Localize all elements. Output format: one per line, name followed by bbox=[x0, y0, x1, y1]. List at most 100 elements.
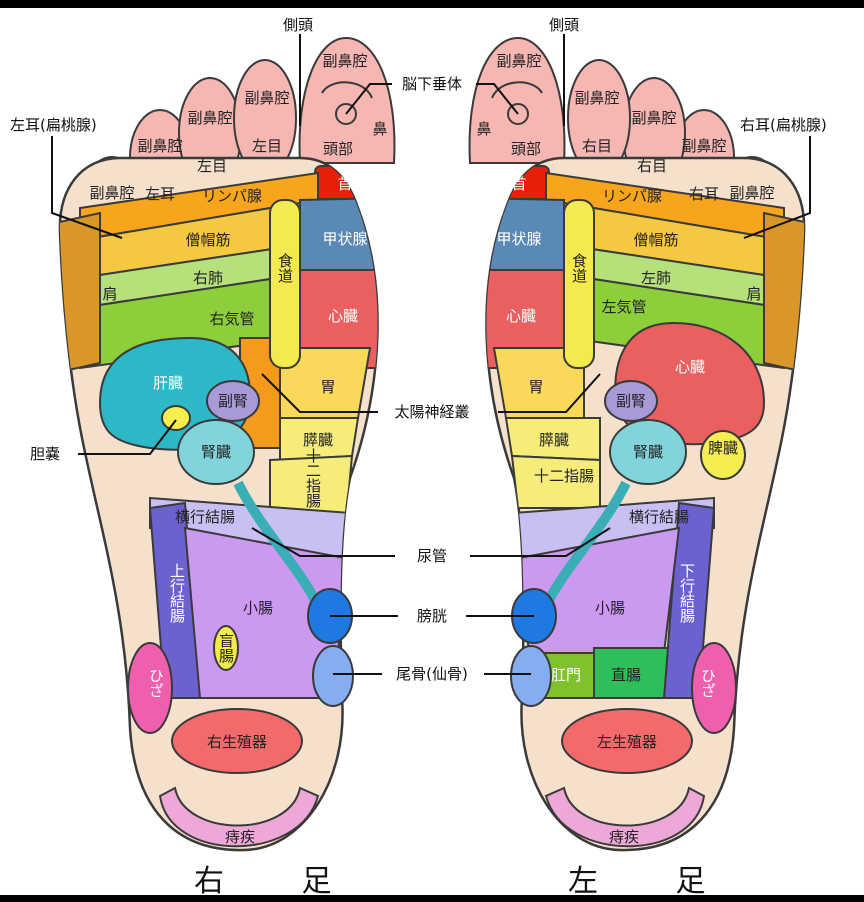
lf-thyroid: 甲状腺 bbox=[496, 230, 541, 248]
callout-side-head-right: 側頭 bbox=[283, 16, 313, 34]
rf-heart: 心臓 bbox=[328, 307, 358, 325]
rf-left-eye-2: 左目 bbox=[252, 137, 282, 155]
rf-lymph: リンパ腺 bbox=[202, 187, 262, 205]
lf-transverse-colon: 横行結腸 bbox=[629, 508, 689, 526]
lf-nose: 鼻 bbox=[476, 120, 491, 138]
zone-genital bbox=[561, 708, 693, 774]
lf-small-intestine: 小腸 bbox=[595, 599, 625, 617]
callout-bladder: 膀胱 bbox=[417, 607, 447, 625]
lf-neck: 首 bbox=[511, 175, 526, 193]
left-foot: 副鼻腔 副鼻腔 副鼻腔 副鼻腔 副鼻腔 右耳 右目 右目 頭部 鼻 首 リンパ腺… bbox=[468, 36, 806, 899]
foot-diagram: 副鼻腔 副鼻腔 副鼻腔 副鼻腔 副鼻腔 左耳 左目 左目 頭部 鼻 首 リンパ腺… bbox=[10, 16, 827, 899]
rf-trapezius: 僧帽筋 bbox=[185, 231, 230, 249]
zone-kidney bbox=[177, 419, 255, 485]
lf-shoulder: 肩 bbox=[746, 285, 761, 303]
lf-heart-small: 心臓 bbox=[506, 307, 536, 325]
lf-right-eye-2: 右目 bbox=[582, 137, 612, 155]
lf-pancreas: 膵臓 bbox=[539, 431, 569, 449]
zone-appendix bbox=[213, 625, 239, 671]
rf-transverse-colon: 横行結腸 bbox=[175, 508, 235, 526]
lf-anus: 肛門 bbox=[551, 666, 581, 684]
callout-coccyx: 尾骨(仙骨) bbox=[396, 665, 468, 683]
left-ureter bbox=[541, 480, 631, 609]
lf-kidney: 腎臓 bbox=[633, 443, 663, 461]
callout-side-head-left: 側頭 bbox=[549, 16, 579, 34]
rf-shoulder: 肩 bbox=[102, 285, 117, 303]
rf-pancreas: 膵臓 bbox=[303, 431, 333, 449]
lf-sinus-4: 副鼻腔 bbox=[681, 137, 726, 155]
rf-duodenum: 十二指腸 bbox=[304, 448, 322, 509]
callout-pituitary: 脳下垂体 bbox=[402, 75, 462, 93]
lf-adrenal: 副腎 bbox=[616, 392, 646, 410]
lf-genital: 左生殖器 bbox=[597, 733, 657, 751]
zone-gallbladder bbox=[161, 405, 191, 431]
callout-left-ear: 左耳(扁桃腺) bbox=[10, 116, 97, 134]
lf-right-ear: 右耳 bbox=[689, 185, 719, 203]
rf-liver: 肝臓 bbox=[153, 374, 183, 392]
lf-rectum: 直腸 bbox=[611, 666, 641, 684]
zone-adrenal bbox=[604, 380, 658, 422]
lf-trapezius: 僧帽筋 bbox=[633, 231, 678, 249]
rf-left-eye-3: 左目 bbox=[197, 157, 227, 175]
rf-lung: 右肺 bbox=[193, 269, 223, 287]
reflexology-chart: 副鼻腔 副鼻腔 副鼻腔 副鼻腔 副鼻腔 左耳 左目 左目 頭部 鼻 首 リンパ腺… bbox=[0, 8, 864, 899]
lf-caption: 左 足 bbox=[568, 864, 740, 895]
zone-knee bbox=[691, 642, 737, 734]
big-toe bbox=[468, 36, 566, 164]
rf-head: 頭部 bbox=[323, 140, 353, 158]
zone-adrenal bbox=[206, 380, 260, 422]
rf-sinus-5: 副鼻腔 bbox=[89, 184, 134, 202]
zone-hemorrhoid bbox=[158, 786, 320, 848]
right-ureter bbox=[233, 480, 323, 609]
rf-thyroid: 甲状腺 bbox=[322, 230, 367, 248]
zone-shoulder bbox=[763, 211, 805, 375]
lf-sinus-5: 副鼻腔 bbox=[729, 184, 774, 202]
rf-appendix: 盲腸 bbox=[217, 633, 235, 664]
lf-heart: 心臓 bbox=[675, 358, 705, 376]
lf-lymph: リンパ腺 bbox=[602, 187, 662, 205]
zone-spleen bbox=[700, 430, 746, 480]
lf-duodenum: 十二指腸 bbox=[534, 467, 594, 485]
rf-nose: 鼻 bbox=[372, 120, 387, 138]
rf-esophagus: 食道 bbox=[276, 253, 294, 283]
rf-neck: 首 bbox=[337, 175, 352, 193]
rf-hemorrhoid: 痔疾 bbox=[225, 828, 255, 846]
lf-hemorrhoid: 痔疾 bbox=[609, 828, 639, 846]
callout-solar-plexus: 太陽神経叢 bbox=[394, 403, 469, 421]
zone-coccyx bbox=[312, 645, 354, 707]
rf-sinus-1: 副鼻腔 bbox=[322, 52, 367, 70]
lf-sinus-3: 副鼻腔 bbox=[631, 109, 676, 127]
lf-stomach: 胃 bbox=[528, 378, 543, 396]
zone-hemorrhoid bbox=[544, 786, 706, 848]
lf-lung: 左肺 bbox=[641, 269, 671, 287]
rf-stomach: 胃 bbox=[320, 378, 335, 396]
callout-right-ear: 右耳(扁桃腺) bbox=[740, 116, 827, 134]
rf-small-intestine: 小腸 bbox=[243, 599, 273, 617]
rf-left-ear: 左耳 bbox=[145, 185, 175, 203]
rf-bronchus: 右気管 bbox=[209, 310, 254, 328]
lf-spleen: 脾臓 bbox=[708, 439, 738, 457]
rf-genital: 右生殖器 bbox=[207, 733, 267, 751]
lf-head: 頭部 bbox=[511, 140, 541, 158]
lf-descending-colon: 下行結腸 bbox=[678, 563, 696, 624]
rf-sinus-2: 副鼻腔 bbox=[244, 89, 289, 107]
callout-gallbladder: 胆嚢 bbox=[30, 445, 60, 463]
lf-knee: ひざ bbox=[699, 668, 717, 698]
zone-shoulder bbox=[59, 211, 101, 375]
rf-sinus-4: 副鼻腔 bbox=[137, 137, 182, 155]
zone-knee bbox=[127, 642, 173, 734]
callouts: 側頭 側頭 脳下垂体 左耳(扁桃腺) 右耳(扁桃腺) 太陽神経叢 胆嚢 尿管 膀… bbox=[10, 16, 827, 683]
big-toe bbox=[298, 36, 396, 164]
right-foot: 副鼻腔 副鼻腔 副鼻腔 副鼻腔 副鼻腔 左耳 左目 左目 頭部 鼻 首 リンパ腺… bbox=[58, 36, 396, 899]
rf-caption: 右 足 bbox=[194, 864, 366, 895]
zone-genital bbox=[171, 708, 303, 774]
lf-bronchus: 左気管 bbox=[601, 298, 646, 316]
zone-kidney bbox=[609, 419, 687, 485]
zone-coccyx bbox=[510, 645, 552, 707]
rf-ascending-colon: 上行結腸 bbox=[168, 563, 186, 624]
rf-kidney: 腎臓 bbox=[201, 443, 231, 461]
zone-esophagus bbox=[269, 199, 301, 369]
lf-right-eye-3: 右目 bbox=[637, 157, 667, 175]
rf-sinus-3: 副鼻腔 bbox=[187, 109, 232, 127]
lf-sinus-1: 副鼻腔 bbox=[496, 52, 541, 70]
